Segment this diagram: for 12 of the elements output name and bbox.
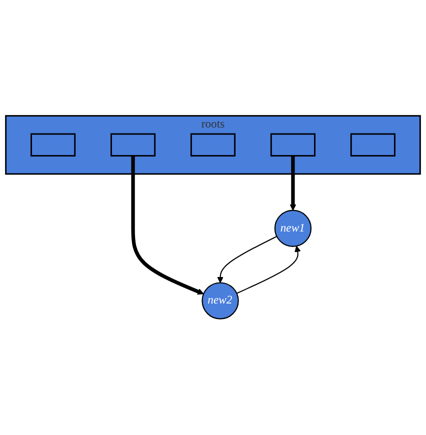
node-box bbox=[110, 133, 156, 157]
node-circle: new1 bbox=[274, 210, 312, 248]
arrow bbox=[217, 236, 278, 284]
node-box bbox=[190, 133, 236, 157]
arrow bbox=[236, 246, 301, 294]
node-box bbox=[30, 133, 76, 157]
node-circle: new2 bbox=[202, 282, 239, 320]
arrow bbox=[131, 156, 204, 295]
node-box bbox=[270, 133, 316, 157]
cluster: roots bbox=[5, 115, 421, 175]
arrow bbox=[290, 156, 296, 211]
node-box bbox=[350, 133, 396, 157]
